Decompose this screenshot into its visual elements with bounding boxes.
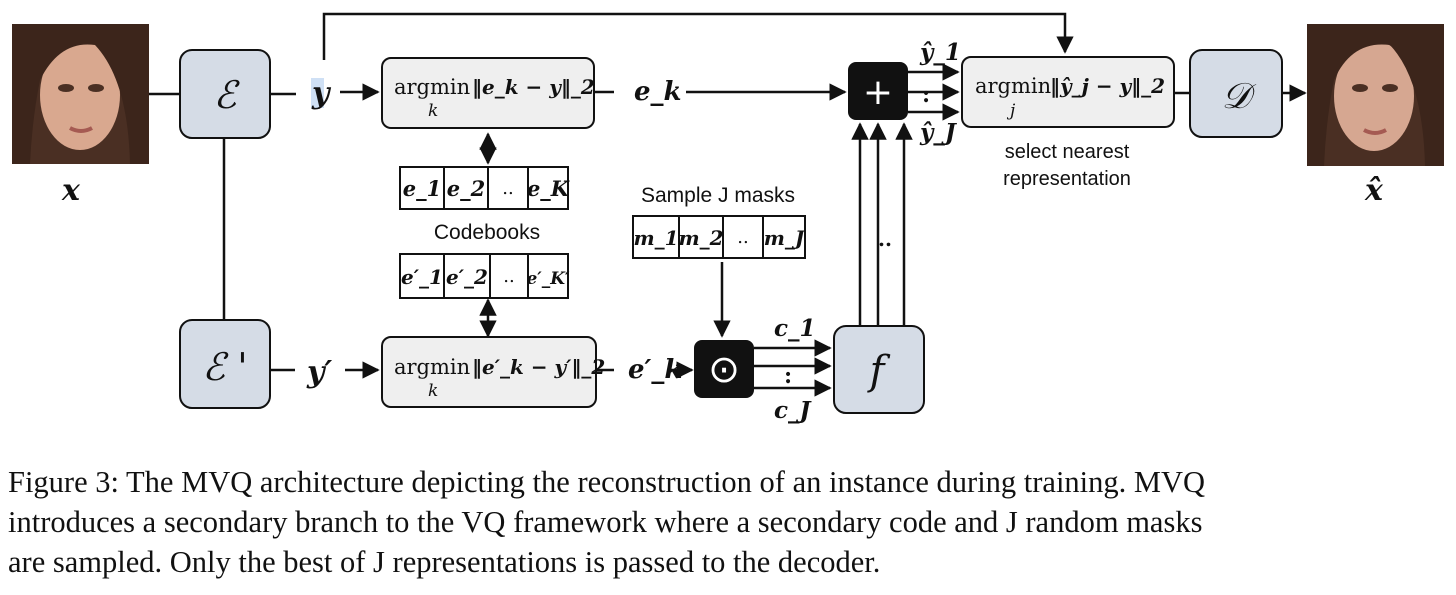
elementwise-product-node: ⊙ <box>694 340 754 398</box>
cJ-label: c_J <box>774 397 813 424</box>
c1-label: c_1 <box>774 315 816 342</box>
codebook-entry: e_1 <box>403 176 441 201</box>
codebook-entry: e′_1 <box>401 265 443 289</box>
codebook-entry: e_K <box>527 176 570 201</box>
codebooks-label: Codebooks <box>434 221 540 244</box>
input-label: x <box>61 173 81 208</box>
caption-line: are sampled. Only the best of J represen… <box>8 545 881 579</box>
argmin-bottom-expr: ‖e′_k − y′‖_2 <box>472 355 605 379</box>
codebook-entry: .. <box>502 178 513 199</box>
mask-entry: .. <box>737 227 748 248</box>
argmin-top-op: argmin <box>394 75 470 99</box>
codebook-primary: e_1 e_2 .. e_K <box>399 166 570 210</box>
argmin-box-top: argmin k ‖e_k − y‖_2 <box>381 57 595 129</box>
y-highlight <box>311 78 324 108</box>
argmin-top-sub: k <box>428 101 438 121</box>
mask-entry: m_1 <box>633 226 678 250</box>
argmin-select-expr: ‖ŷ_j − y‖_2 <box>1050 74 1165 98</box>
ek-label: e_k <box>634 77 682 107</box>
mask-entry: m_J <box>764 226 806 250</box>
argmin-box-select: argmin j ‖ŷ_j − y‖_2 <box>961 56 1175 128</box>
encoder-secondary-label: ℰ ' <box>202 345 248 389</box>
output-label: x̂ <box>1364 173 1384 208</box>
y-hat-1-label: ŷ_1 <box>919 39 961 66</box>
caption-line: Figure 3: The MVQ architecture depicting… <box>8 465 1206 499</box>
argmin-top-expr: ‖e_k − y‖_2 <box>472 75 595 99</box>
argmin-box-bottom: argmin k ‖e′_k − y′‖_2 <box>381 336 605 408</box>
f-network-box: f <box>833 325 925 414</box>
argmin-select-op: argmin <box>975 74 1051 98</box>
add-node: + <box>848 62 908 120</box>
figure-caption: Figure 3: The MVQ architecture depicting… <box>8 462 1453 582</box>
y-hat-vdots: : <box>922 82 930 108</box>
encoder-box: ℰ <box>179 49 271 139</box>
mask-entry: m_2 <box>678 226 723 250</box>
f-hdots: .. <box>878 227 892 251</box>
select-label-line2: representation <box>1003 168 1131 190</box>
mvq-architecture-diagram: x x̂ <box>12 12 1444 424</box>
ek-prime-label: e′_k <box>628 355 682 385</box>
c-vdots: : <box>784 363 792 389</box>
encoder-secondary-box: ℰ ' <box>179 319 271 409</box>
connections <box>149 12 1307 397</box>
y-hat-J-label: ŷ_J <box>919 119 958 146</box>
codebook-entry: e′_K′ <box>526 269 570 289</box>
codebook-entry: .. <box>503 266 514 287</box>
y-prime-label: y′ <box>306 355 332 390</box>
argmin-select-sub: j <box>1006 101 1016 121</box>
decoder-box: 𝒟 <box>1189 49 1283 138</box>
y-label: y <box>311 76 332 111</box>
mask-set: m_1 m_2 .. m_J <box>632 215 806 259</box>
argmin-bottom-sub: k <box>428 381 438 401</box>
caption-line: introduces a secondary branch to the VQ … <box>8 505 1203 539</box>
sample-masks-label: Sample J masks <box>641 184 795 207</box>
codebook-entry: e′_2 <box>446 265 488 289</box>
select-label-line1: select nearest <box>1005 141 1130 163</box>
codebook-entry: e_2 <box>447 176 485 201</box>
output-image <box>1307 24 1444 166</box>
input-image <box>12 24 149 164</box>
codebook-secondary: e′_1 e′_2 .. e′_K′ <box>399 253 570 299</box>
plus-symbol: + <box>863 72 893 113</box>
encoder-label: ℰ <box>213 73 240 117</box>
argmin-bottom-op: argmin <box>394 355 470 379</box>
odot-symbol: ⊙ <box>708 347 740 391</box>
